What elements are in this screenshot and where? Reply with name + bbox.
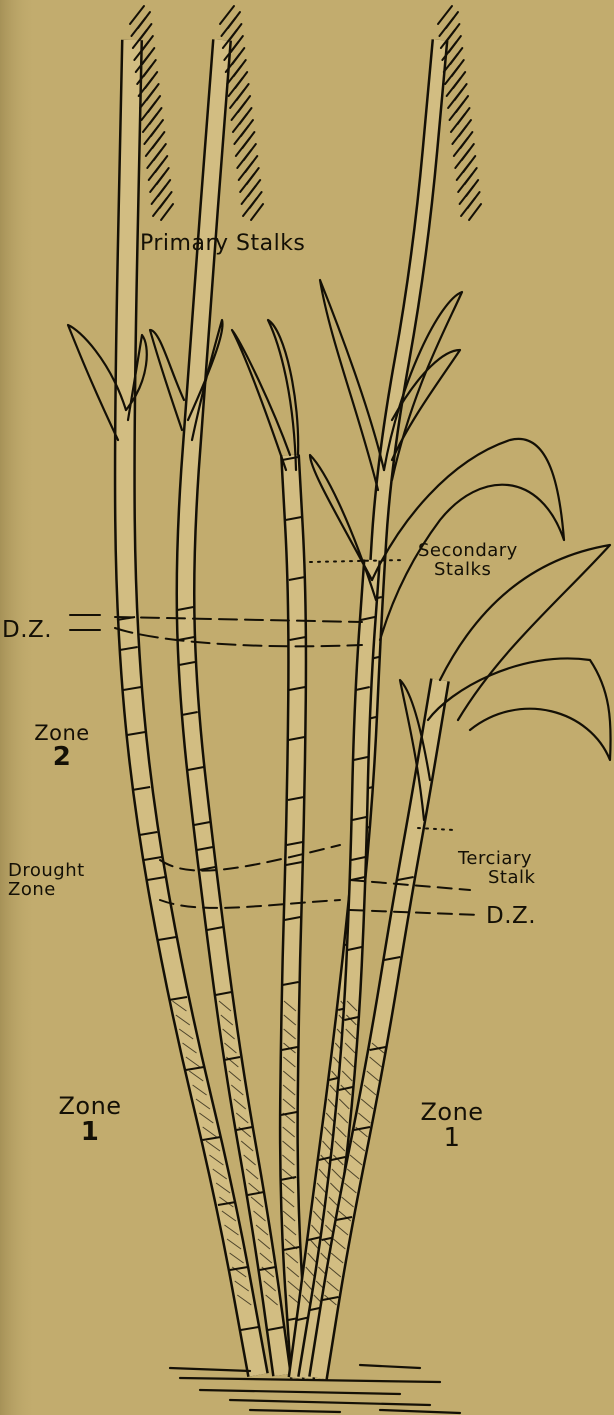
zone-1-right-label: Zone 1	[402, 1100, 502, 1152]
zone-1-right-number: 1	[402, 1125, 502, 1152]
zone-1-left-number: 1	[40, 1119, 140, 1146]
secondary-stalks-label: Secondary Stalks	[418, 542, 518, 580]
terciary-label-line-2: Stalk	[458, 869, 535, 888]
terciary-stalk-label: Terciary Stalk	[458, 850, 535, 888]
dz-lower-label: D.Z.	[486, 904, 536, 928]
zone-1-right-word: Zone	[402, 1100, 502, 1125]
zone-1-left-label: Zone 1	[40, 1094, 140, 1146]
drought-zone-label: Drought Zone	[8, 862, 85, 900]
primary-stalks-label: Primary Stalks	[140, 232, 305, 255]
secondary-label-line-2: Stalks	[418, 561, 518, 580]
zone-1-left-word: Zone	[40, 1094, 140, 1119]
dz-upper-label: D.Z.	[2, 618, 52, 642]
drought-label-line-2: Zone	[8, 881, 85, 900]
zone-2-word: Zone	[22, 722, 102, 744]
zone-2-label: Zone 2	[22, 722, 102, 771]
zone-2-number: 2	[22, 744, 102, 771]
